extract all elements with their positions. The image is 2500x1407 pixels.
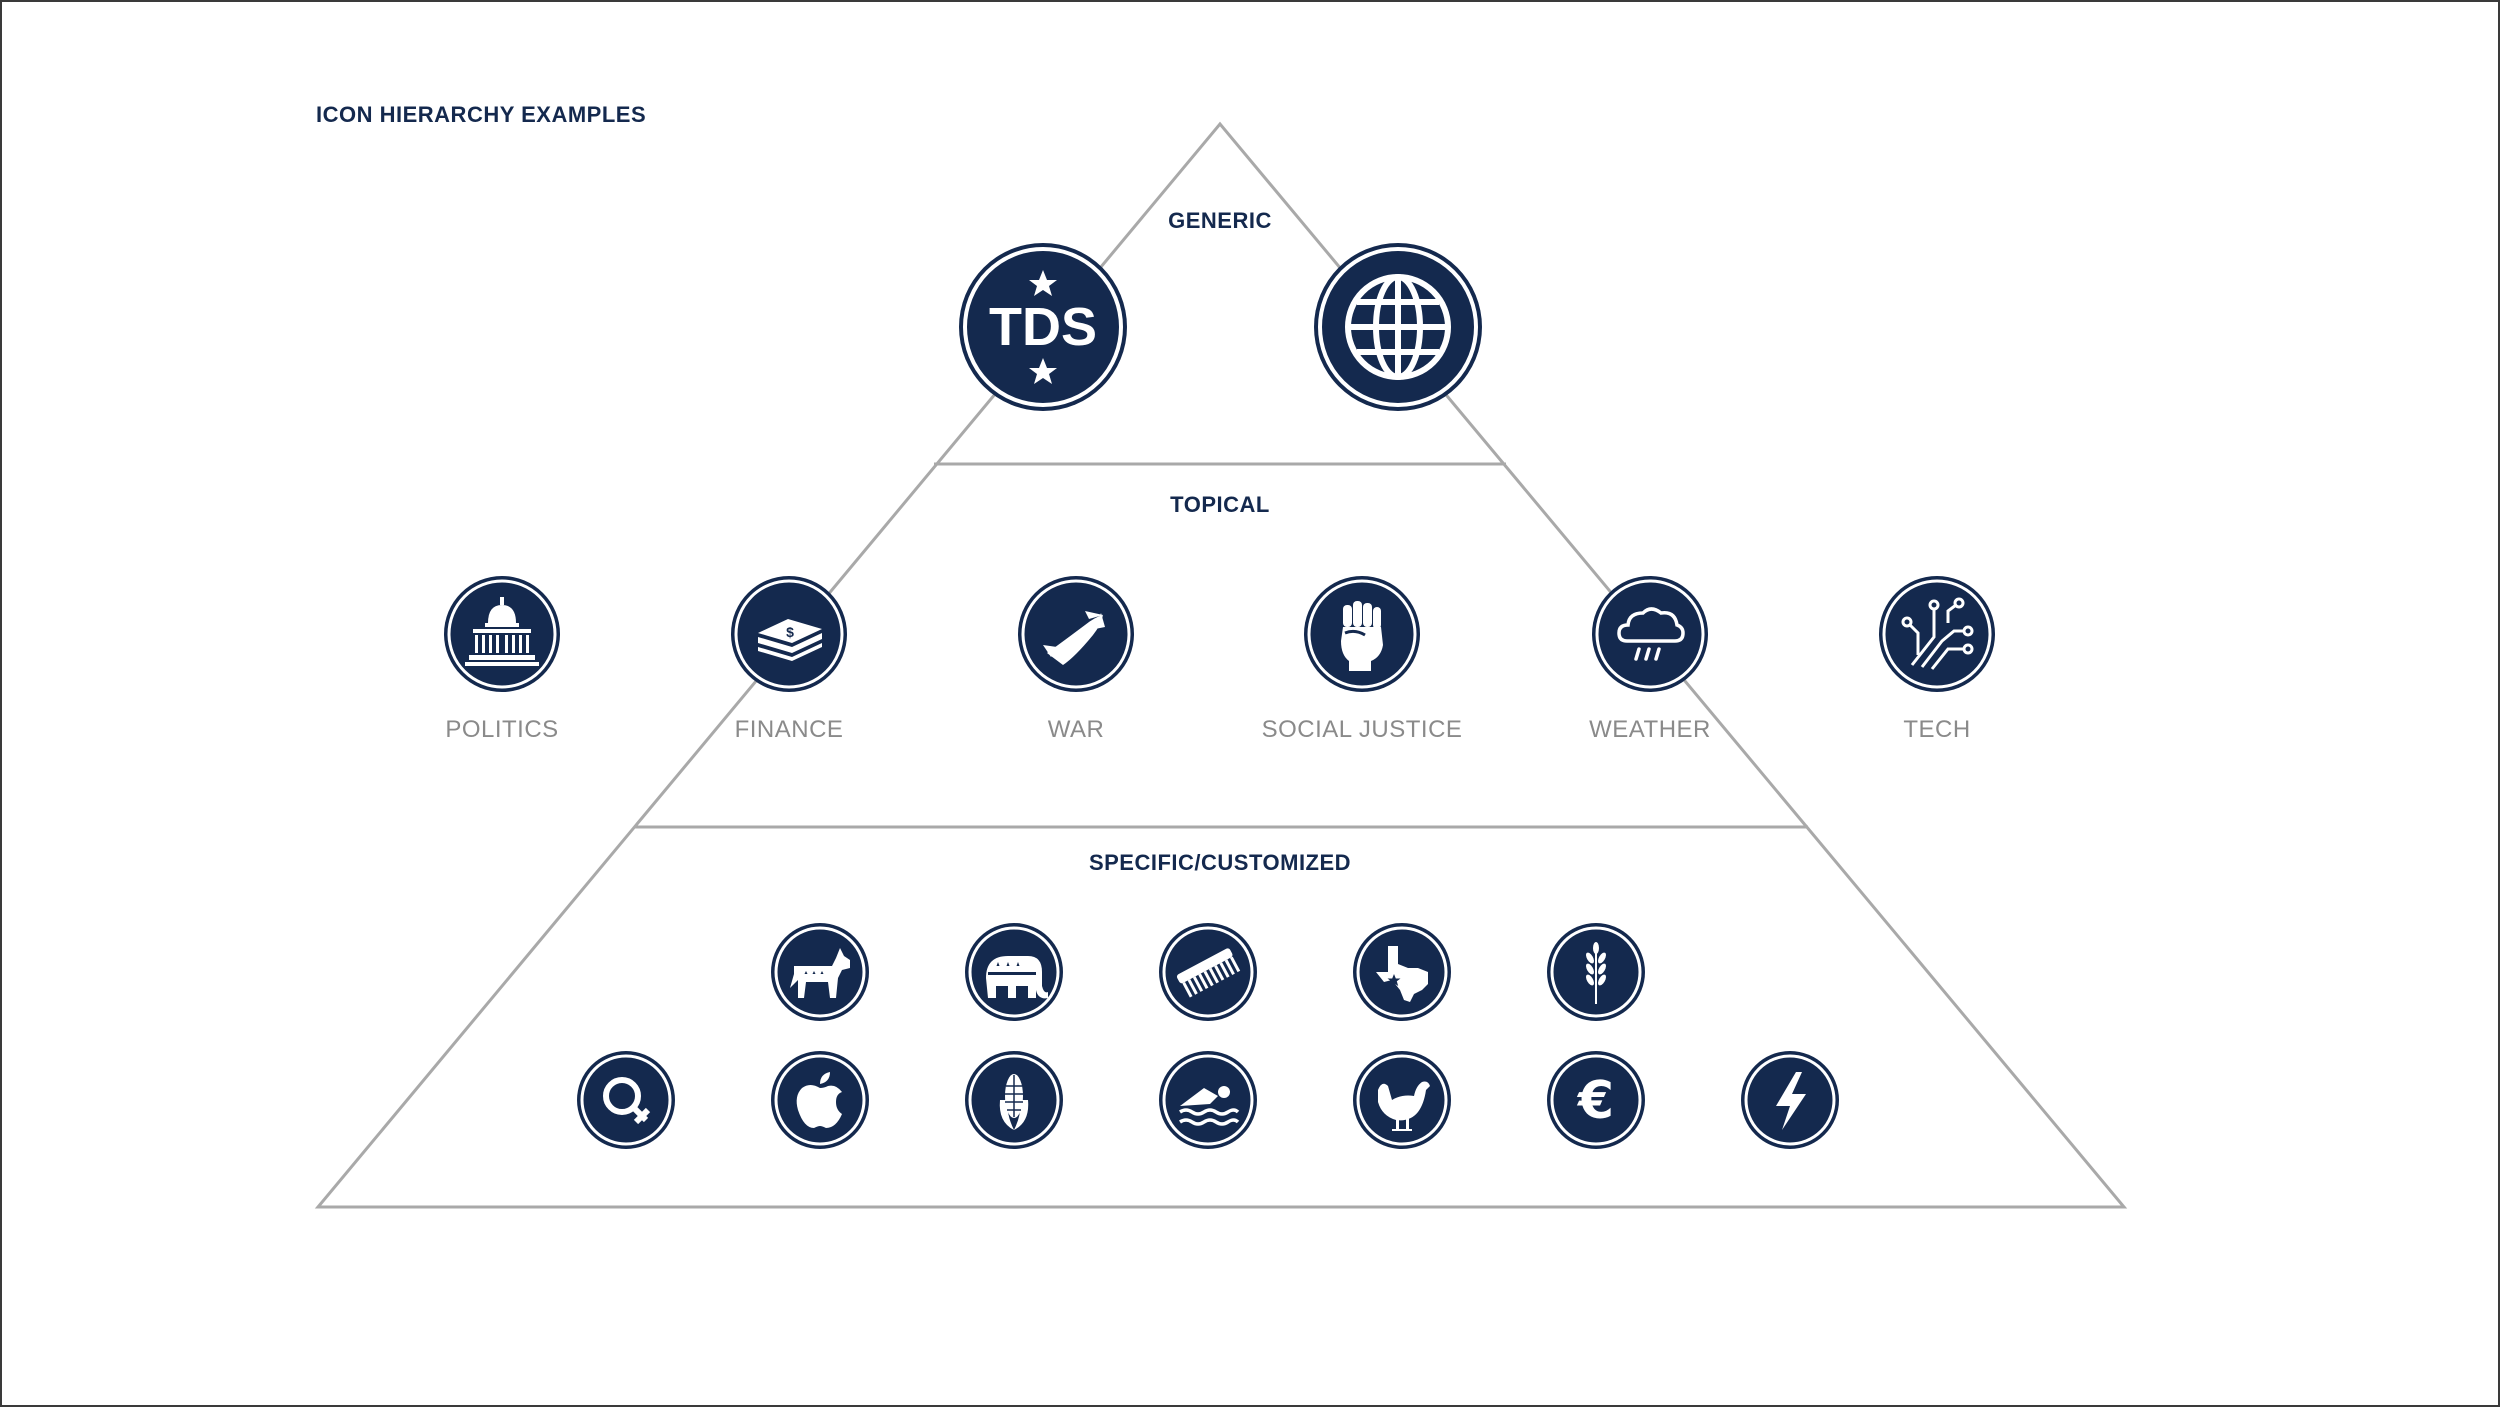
comb-icon <box>1158 922 1258 1022</box>
euro-icon: € <box>1546 1050 1646 1150</box>
rain-cloud-icon <box>1591 575 1709 693</box>
capitol-icon <box>443 575 561 693</box>
swimmer-icon <box>1158 1050 1258 1150</box>
topic-label-finance: FINANCE <box>734 716 844 743</box>
money-stack-icon: $ <box>730 575 848 693</box>
page-title: ICON HIERARCHY EXAMPLES <box>316 102 647 127</box>
globe-icon <box>1313 242 1483 412</box>
lightning-icon <box>1740 1050 1840 1150</box>
wheat-icon <box>1546 922 1646 1022</box>
topic-label-tech: TECH <box>1903 716 1971 743</box>
level-label-topical: TOPICAL <box>1170 492 1270 517</box>
level-label-specific: SPECIFIC/CUSTOMIZED <box>1088 850 1352 875</box>
texas-icon <box>1352 922 1452 1022</box>
svg-text:$: $ <box>786 624 794 640</box>
chicken-icon <box>1352 1050 1452 1150</box>
euro-symbol: € <box>1577 1071 1614 1131</box>
topic-label-social-justice: SOCIAL JUSTICE <box>1261 716 1463 743</box>
topic-label-war: WAR <box>1047 716 1105 743</box>
missile-icon <box>1017 575 1135 693</box>
tds-logo-text: TDS <box>989 297 1097 357</box>
level-label-generic: GENERIC <box>1168 208 1272 233</box>
donkey-icon <box>770 922 870 1022</box>
corn-icon <box>964 1050 1064 1150</box>
raised-fist-icon <box>1303 575 1421 693</box>
tds-logo-icon: TDS <box>958 242 1128 412</box>
topic-label-weather: WEATHER <box>1589 716 1711 743</box>
apple-icon <box>770 1050 870 1150</box>
circuit-icon <box>1878 575 1996 693</box>
elephant-icon <box>964 922 1064 1022</box>
topic-label-politics: POLITICS <box>445 716 559 743</box>
venus-icon <box>576 1050 676 1150</box>
